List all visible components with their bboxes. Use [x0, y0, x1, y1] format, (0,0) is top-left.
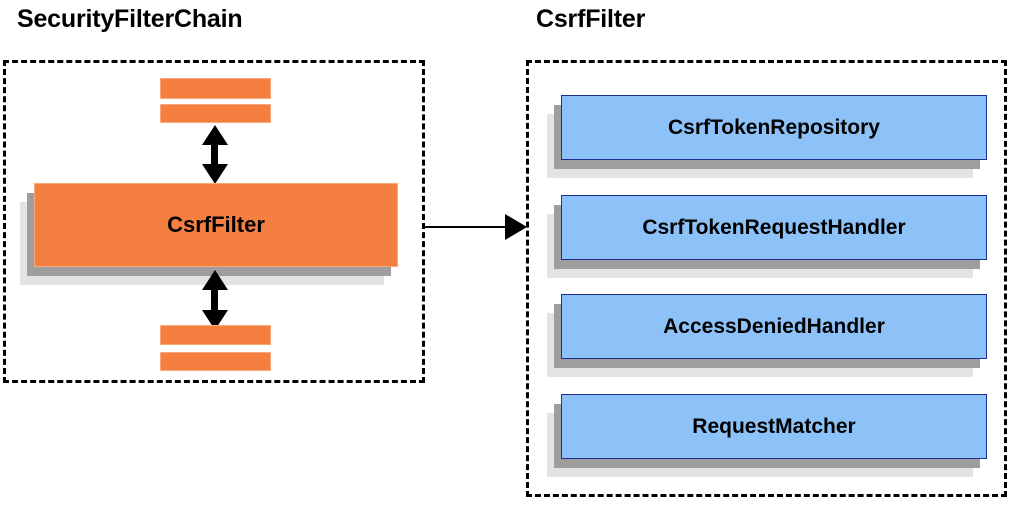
connector-arrow-shaft	[425, 226, 507, 228]
component-box-csrf-token-repository[interactable]: CsrfTokenRepository	[561, 95, 987, 160]
arrow-shaft-top	[211, 140, 218, 172]
component-box-access-denied-handler[interactable]: AccessDeniedHandler	[561, 294, 987, 359]
component-label: CsrfTokenRepository	[668, 115, 880, 139]
right-panel-title: CsrfFilter	[536, 5, 646, 33]
csrf-filter-container	[526, 60, 1007, 497]
component-box-request-matcher[interactable]: RequestMatcher	[561, 394, 987, 459]
arrow-down-head-top	[202, 164, 228, 184]
arrow-up-head-top	[202, 125, 228, 145]
component-label: CsrfTokenRequestHandler	[642, 215, 906, 239]
arrow-shaft-bottom	[211, 285, 218, 317]
left-panel-title: SecurityFilterChain	[17, 5, 243, 33]
arrow-up-head-bottom	[202, 270, 228, 290]
filter-bar-bottom-1	[160, 325, 271, 345]
component-label: AccessDeniedHandler	[663, 314, 885, 338]
filter-bar-bottom-2	[160, 352, 271, 371]
component-label: RequestMatcher	[692, 414, 856, 438]
security-filter-chain-container	[3, 60, 425, 383]
filter-bar-top-2	[160, 104, 271, 123]
component-box-csrf-token-request-handler[interactable]: CsrfTokenRequestHandler	[561, 195, 987, 260]
csrf-filter-box[interactable]: CsrfFilter	[34, 183, 398, 267]
filter-bar-top-1	[160, 78, 271, 99]
csrf-filter-box-label: CsrfFilter	[167, 212, 265, 237]
connector-arrow-head	[505, 214, 527, 240]
